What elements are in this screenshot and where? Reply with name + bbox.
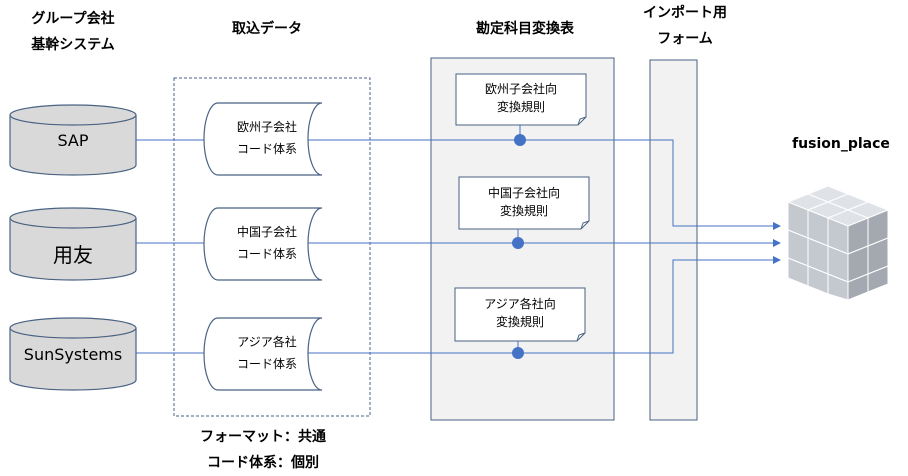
footer-notes: フォーマット：共通 コード体系：個別 bbox=[178, 424, 348, 476]
data-file-label-asia: アジア各社 コード体系 bbox=[212, 331, 322, 375]
header-source-line2: 基幹システム bbox=[31, 37, 115, 53]
rule-label-asia: アジア各社向 変換規則 bbox=[455, 295, 585, 331]
flow-line-eu bbox=[136, 139, 781, 230]
rule-doc-asia bbox=[454, 287, 586, 342]
data-file-eu-line1: 欧州子会社 bbox=[236, 120, 297, 134]
data-file-eu-line2: コード体系 bbox=[236, 142, 297, 156]
data-file-asia-line2: コード体系 bbox=[236, 357, 297, 371]
data-file-label-eu: 欧州子会社 コード体系 bbox=[212, 116, 322, 160]
data-file-label-cn: 中国子会社 コード体系 bbox=[212, 221, 322, 265]
rule-eu-line2: 変換規則 bbox=[496, 100, 545, 114]
import-form-panel bbox=[649, 59, 698, 421]
junction-dot-cn bbox=[512, 237, 524, 249]
rule-asia-line1: アジア各社向 bbox=[484, 297, 556, 311]
header-form-line2: フォーム bbox=[657, 31, 713, 47]
header-source-systems: グループ会社 基幹システム bbox=[18, 6, 128, 58]
header-source-line1: グループ会社 bbox=[31, 11, 115, 27]
target-label: fusion_place bbox=[792, 136, 890, 152]
system-label-sap: SAP bbox=[57, 131, 89, 150]
rule-cn-line1: 中国子会社向 bbox=[487, 186, 560, 200]
cylinder-sunsystems bbox=[9, 317, 137, 391]
cylinder-yonyou bbox=[9, 207, 137, 281]
data-file-cn-line2: コード体系 bbox=[236, 247, 297, 261]
data-file-asia-line1: アジア各社 bbox=[237, 335, 297, 349]
fusion-place-cube-icon bbox=[786, 185, 890, 301]
footer-format-note: フォーマット：共通 bbox=[200, 429, 326, 445]
system-label-yonyou: 用友 bbox=[53, 243, 93, 267]
header-import-data: 取込データ bbox=[232, 21, 302, 37]
rule-doc-eu bbox=[455, 73, 587, 126]
rule-label-eu: 欧州子会社向 変換規則 bbox=[456, 80, 586, 116]
data-file-eu bbox=[203, 102, 323, 176]
header-import-form: インポート用 フォーム bbox=[630, 0, 740, 52]
rule-label-cn: 中国子会社向 変換規則 bbox=[459, 184, 589, 220]
header-mapping-table: 勘定科目変換表 bbox=[476, 21, 574, 37]
flow-line-asia bbox=[136, 256, 781, 354]
data-file-cn-line1: 中国子会社 bbox=[236, 225, 297, 239]
junction-dot-eu bbox=[514, 134, 526, 146]
data-file-cn bbox=[203, 207, 323, 281]
rule-eu-line1: 欧州子会社向 bbox=[484, 82, 557, 96]
rule-cn-line2: 変換規則 bbox=[499, 204, 548, 218]
import-data-container bbox=[173, 77, 371, 417]
header-form-line1: インポート用 bbox=[643, 5, 727, 21]
footer-code-note: コード体系：個別 bbox=[207, 455, 319, 471]
rule-doc-cn bbox=[458, 176, 590, 230]
cylinder-sap bbox=[9, 104, 137, 176]
data-file-asia bbox=[203, 317, 323, 391]
junction-dot-asia bbox=[512, 347, 524, 359]
rule-asia-line2: 変換規則 bbox=[495, 315, 544, 329]
system-label-sunsystems: SunSystems bbox=[23, 345, 123, 364]
